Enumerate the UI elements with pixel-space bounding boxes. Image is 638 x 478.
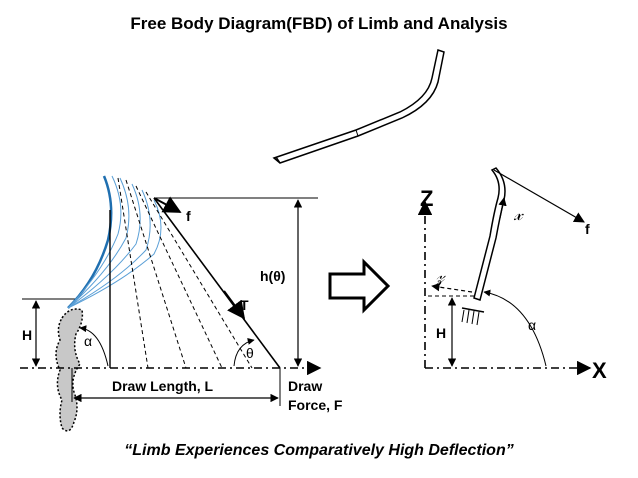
alpha-arc-right (483, 289, 547, 367)
label-local-x: 𝓍 (513, 204, 524, 225)
left-fbd: f h(θ) T H α θ Draw Length, L Draw Force… (20, 175, 343, 432)
string-line (153, 197, 281, 369)
ground-support (55, 308, 84, 432)
caption: “Limb Experiences Comparatively High Def… (124, 442, 514, 459)
label-alpha: α (84, 333, 92, 349)
label-theta: θ (246, 345, 254, 361)
label-draw-force-1: Draw (288, 378, 322, 394)
label-x-axis: X (592, 358, 607, 383)
force-f-right (493, 169, 585, 223)
alpha-arc (79, 325, 109, 367)
label-H: H (22, 327, 32, 343)
label-alpha-right: α (528, 317, 536, 333)
limb-right (473, 167, 506, 301)
diagram-title: Free Body Diagram(FBD) of Limb and Analy… (130, 14, 508, 33)
limb-3d-sketch (272, 49, 445, 164)
theta-arc (233, 337, 255, 367)
tension-arrow (223, 290, 246, 320)
label-draw-force-2: Force, F (288, 397, 343, 413)
label-H-right: H (436, 325, 446, 341)
label-h-theta: h(θ) (260, 268, 285, 284)
force-f-arrow (153, 196, 182, 213)
local-x-arrow (498, 197, 507, 219)
label-local-z: 𝓏 (435, 266, 446, 287)
right-fbd: Z X 𝓍 𝓏 f H α (417, 167, 607, 383)
label-draw-length: Draw Length, L (112, 378, 214, 394)
label-f-right: f (585, 221, 590, 237)
transition-arrow (328, 258, 391, 314)
label-f: f (186, 208, 191, 224)
label-tension: T (240, 297, 249, 313)
label-z-axis: Z (420, 186, 433, 211)
